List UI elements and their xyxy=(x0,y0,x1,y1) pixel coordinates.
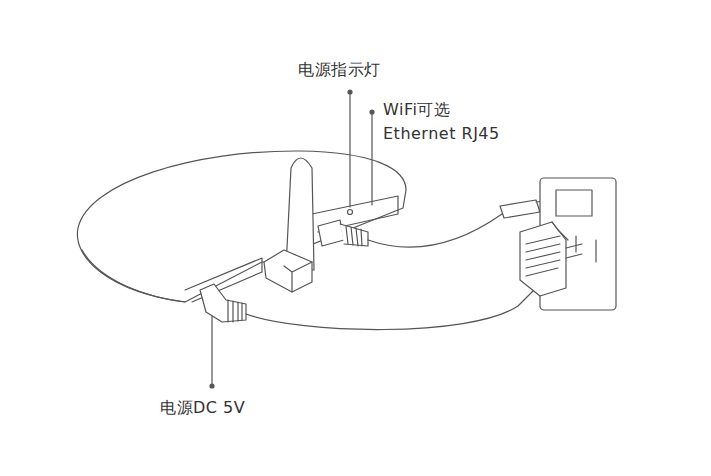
body-seam xyxy=(82,250,185,302)
power-indicator xyxy=(348,210,353,215)
dc-plug xyxy=(200,284,246,322)
ethernet-cable xyxy=(368,214,502,247)
ethernet-strain-relief xyxy=(340,224,368,246)
dc-cable xyxy=(246,290,534,330)
socket-switch xyxy=(556,190,592,216)
antenna-base xyxy=(264,250,312,292)
power-label: 电源DC 5V xyxy=(160,398,245,418)
ethernet-label: Ethernet RJ45 xyxy=(383,124,500,144)
antenna-base-edge xyxy=(284,262,312,292)
leader-lines xyxy=(210,90,374,388)
socket-slots xyxy=(576,236,596,262)
power-adapter xyxy=(520,222,582,296)
gateway-body xyxy=(77,151,406,302)
wifi-label: WiFi可选 xyxy=(383,100,450,120)
lower-port-panel xyxy=(185,258,262,302)
indicator-label: 电源指示灯 xyxy=(298,60,381,80)
